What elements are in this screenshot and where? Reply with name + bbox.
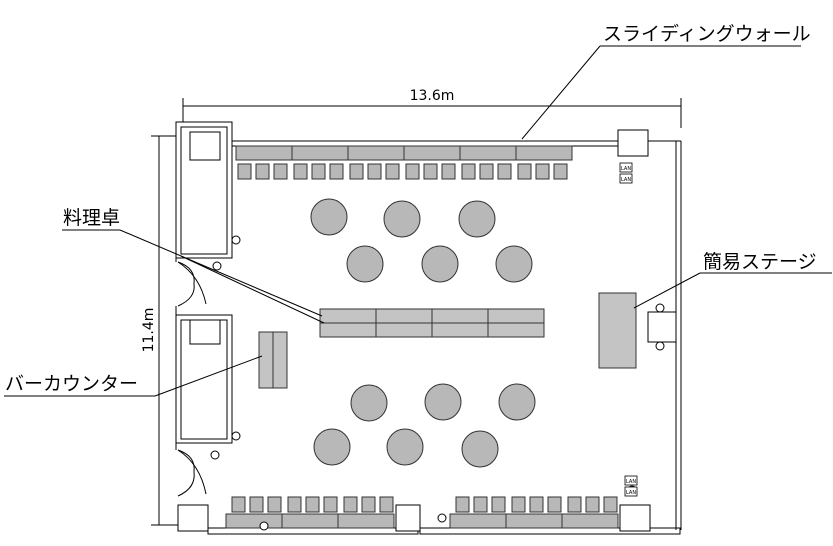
label-cooking-table: 料理卓 bbox=[63, 207, 120, 229]
label-simple-stage: 簡易ステージ bbox=[703, 251, 817, 273]
outlet-icon bbox=[210, 235, 665, 531]
top-table-row bbox=[235, 145, 573, 161]
lan-label: LAN bbox=[626, 490, 636, 496]
lan-label: LAN bbox=[621, 177, 631, 183]
bottom-chairs bbox=[231, 496, 618, 513]
cooking-table bbox=[319, 308, 545, 338]
service-counter-lower bbox=[175, 314, 233, 444]
top-chairs bbox=[237, 163, 568, 180]
corner-boxes bbox=[177, 129, 677, 532]
bottom-table-row bbox=[225, 513, 619, 529]
lan-label: LAN bbox=[626, 479, 636, 485]
lan-port-icon bbox=[619, 162, 638, 497]
label-bar-counter: バーカウンター bbox=[5, 373, 138, 395]
round-tables bbox=[310, 198, 536, 468]
dimension-width-label: 13.6m bbox=[410, 88, 455, 104]
service-counter-upper bbox=[175, 121, 233, 259]
lan-label: LAN bbox=[621, 166, 631, 172]
bar-counter bbox=[258, 331, 288, 389]
callout-lines bbox=[4, 45, 832, 397]
label-sliding-wall: スライディングウォール bbox=[603, 23, 811, 45]
doors bbox=[177, 261, 207, 497]
dimension-height-label: 11.4m bbox=[141, 308, 157, 353]
simple-stage bbox=[598, 292, 637, 369]
